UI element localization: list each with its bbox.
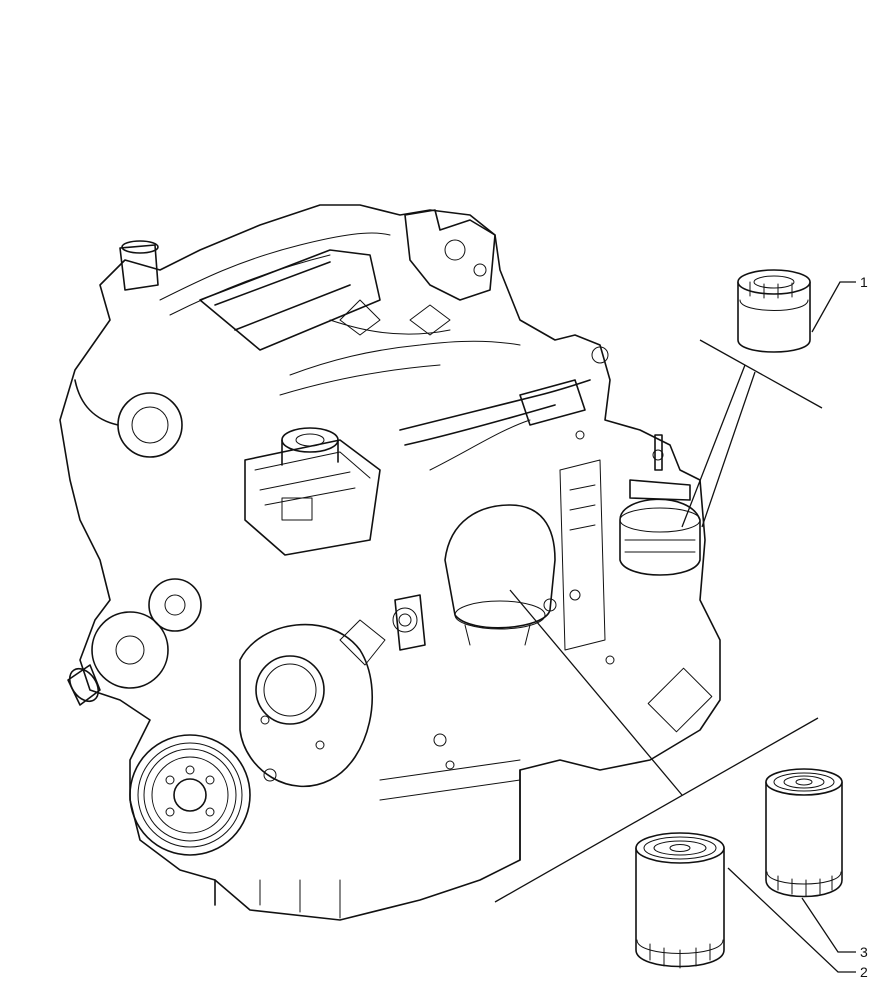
- callout-1: 1: [860, 274, 868, 290]
- part-3-fuel-filter: [765, 768, 843, 898]
- callout-2-leader: [727, 867, 856, 973]
- part-1-oil-filter: [699, 269, 823, 409]
- part-2-fuel-filter: [635, 832, 725, 969]
- callout-2: 2: [860, 964, 868, 980]
- engine-assembly: [59, 204, 721, 921]
- parts-2-3-mounting-line: [494, 717, 819, 903]
- callout-1-leader: [811, 281, 856, 333]
- callout-3-leader: [801, 897, 856, 953]
- leader-lines: [494, 281, 856, 973]
- part-1-mounting-line: [699, 339, 823, 409]
- callout-3: 3: [860, 944, 868, 960]
